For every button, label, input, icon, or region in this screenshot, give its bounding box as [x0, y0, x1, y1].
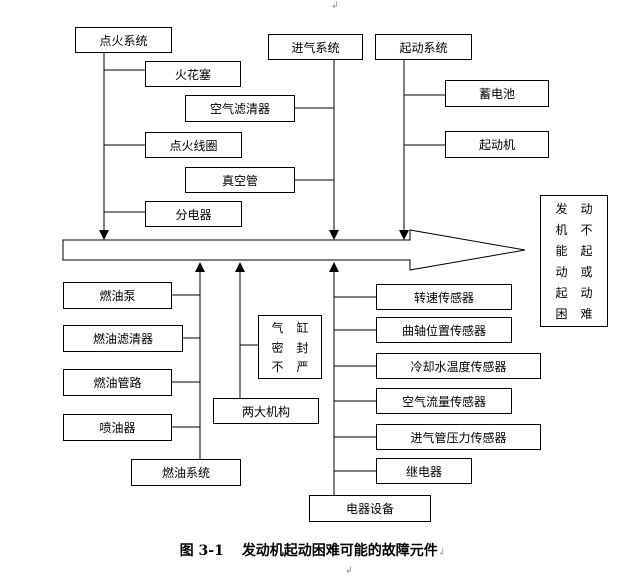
- item-coolant-temp-sensor: 冷却水温度传感器: [376, 353, 541, 379]
- item-battery: 蓄电池: [445, 80, 549, 107]
- item-injector: 喷油器: [63, 414, 172, 441]
- group-electrical-equipment: 电器设备: [309, 495, 431, 522]
- group-two-mechanisms: 两大机构: [213, 398, 319, 424]
- group-intake-system: 进气系统: [268, 34, 363, 60]
- item-distributor: 分电器: [145, 201, 242, 227]
- result-box: 发动 机不 能起 动或 起动 困难: [540, 195, 608, 327]
- group-starting-system: 起动系统: [375, 34, 472, 60]
- item-fuel-line: 燃油管路: [63, 369, 172, 396]
- arrowhead-mech: [235, 262, 245, 272]
- figure-caption: 图 3-1 发动机起动困难可能的故障元件↲: [0, 540, 625, 560]
- item-air-flow-sensor: 空气流量传感器: [376, 388, 512, 414]
- item-crank-position-sensor: 曲轴位置传感器: [376, 317, 512, 343]
- figure-title: 发动机起动困难可能的故障元件: [241, 543, 438, 559]
- arrowhead-fuel: [195, 262, 205, 272]
- arrowhead-starting: [399, 230, 409, 240]
- item-ignition-coil: 点火线圈: [145, 132, 242, 158]
- paragraph-mark-bottom: ↲: [345, 566, 353, 576]
- item-fuel-pump: 燃油泵: [63, 282, 172, 309]
- item-speed-sensor: 转速传感器: [376, 284, 512, 310]
- item-intake-pressure-sensor: 进气管压力传感器: [376, 424, 541, 450]
- group-fuel-system: 燃油系统: [131, 459, 241, 486]
- item-cylinder-seal: 气缸 密封 不严: [258, 315, 322, 379]
- arrowhead-electrical: [329, 262, 339, 272]
- figure-number: 图 3-1: [179, 543, 224, 559]
- group-ignition-system: 点火系统: [75, 27, 172, 53]
- item-fuel-filter: 燃油滤清器: [63, 325, 183, 352]
- item-vacuum-tube: 真空管: [185, 167, 295, 193]
- item-starter-motor: 起动机: [445, 131, 549, 158]
- arrowhead-intake: [329, 230, 339, 240]
- paragraph-mark: ↲: [331, 1, 339, 11]
- item-spark-plug: 火花塞: [145, 61, 241, 87]
- caption-mark: ↲: [437, 548, 446, 558]
- item-relay: 继电器: [376, 458, 472, 484]
- main-arrow: [62, 229, 526, 271]
- arrowhead-ignition: [99, 230, 109, 240]
- item-air-filter: 空气滤清器: [185, 95, 295, 122]
